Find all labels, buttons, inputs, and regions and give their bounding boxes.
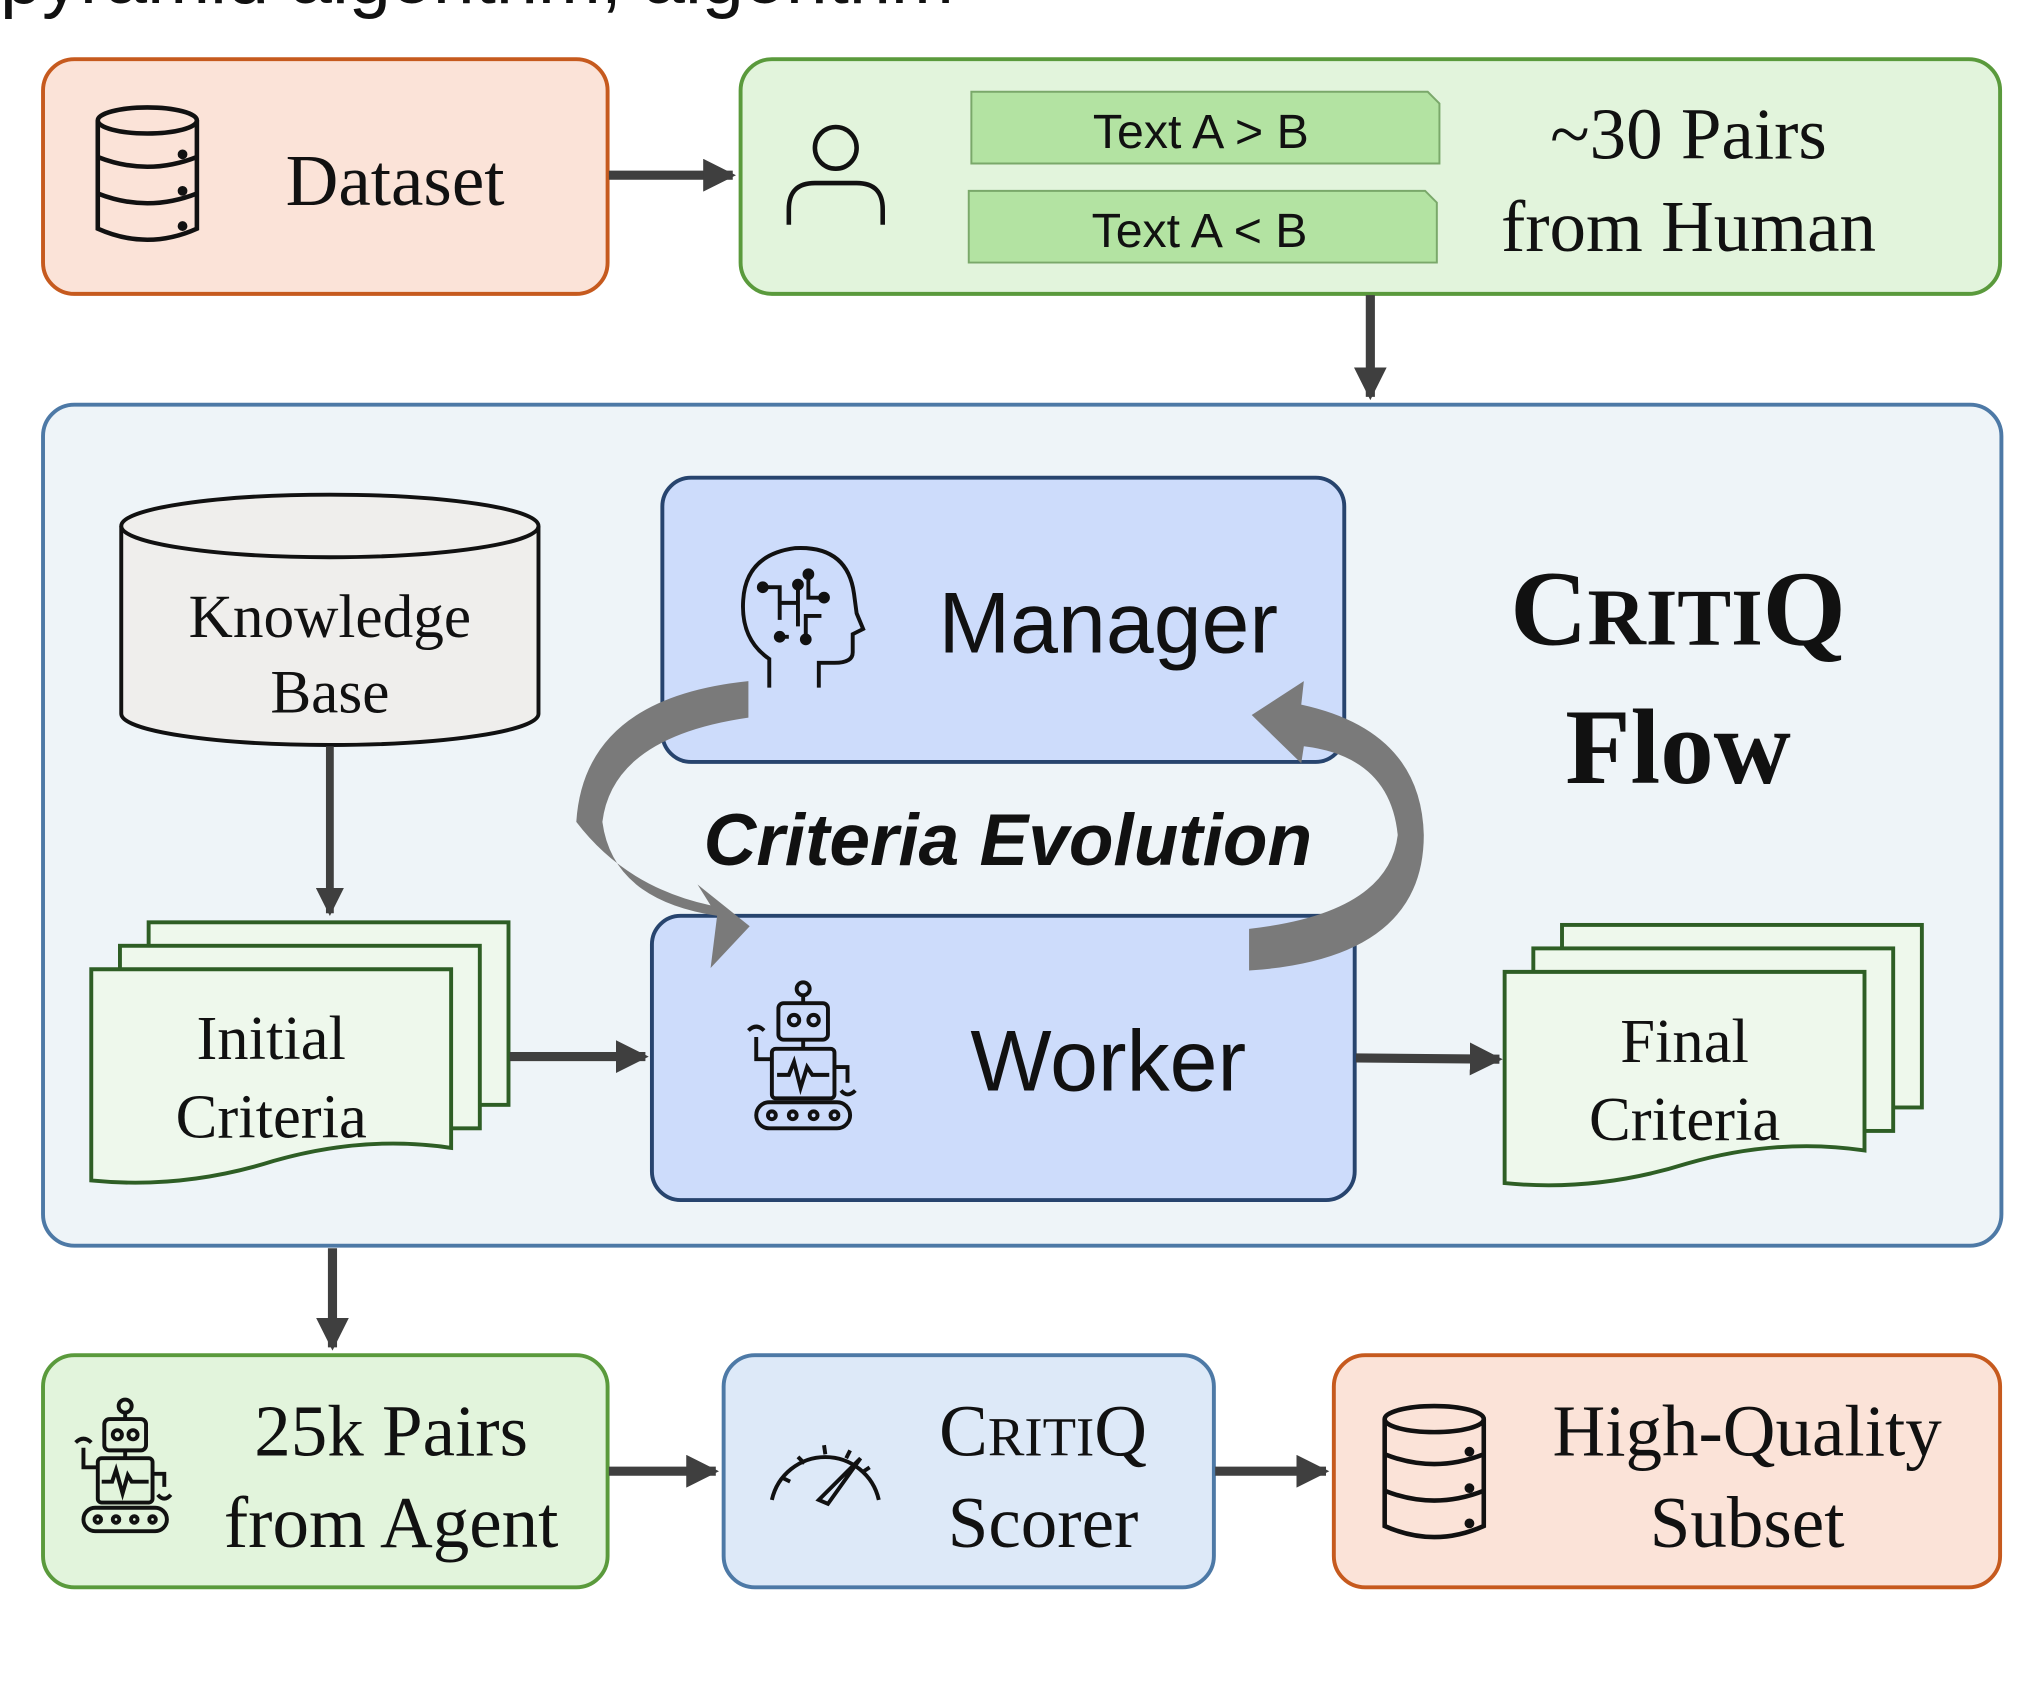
flow-title-line2: Flow bbox=[1565, 689, 1791, 807]
critiq-flow-title: CRITIQ Flow bbox=[1510, 551, 1846, 807]
knowledge-line2: Base bbox=[270, 658, 389, 726]
agent-pairs-line1: 25k Pairs bbox=[254, 1391, 528, 1472]
scorer-title-cap: C bbox=[939, 1391, 988, 1472]
arrow-worker-to-final bbox=[1355, 1042, 1503, 1076]
agent-pairs-box: 25k Pairs from Agent bbox=[41, 1353, 610, 1590]
criteria-evolution-label: Criteria Evolution bbox=[704, 800, 1312, 881]
database-icon bbox=[95, 105, 200, 242]
gauge-icon bbox=[769, 1444, 881, 1507]
manager-label: Manager bbox=[938, 575, 1278, 671]
pair-tag-a: Text A > B bbox=[970, 90, 1441, 165]
flow-title-cap: C bbox=[1510, 551, 1587, 669]
human-pairs-line2: from Human bbox=[1501, 186, 1876, 267]
database-icon bbox=[1382, 1403, 1487, 1540]
evolution-cycle-arrows bbox=[576, 681, 1424, 971]
scorer-title-smallcaps: RITI bbox=[988, 1407, 1094, 1468]
robot-icon bbox=[74, 1397, 173, 1534]
pair-b-text: Text A < B bbox=[1092, 204, 1308, 258]
knowledge-line1: Knowledge bbox=[189, 583, 471, 651]
flow-title-smallcaps: RITI bbox=[1587, 574, 1762, 663]
worker-label: Worker bbox=[970, 1014, 1246, 1110]
pair-tag-b: Text A < B bbox=[967, 189, 1438, 264]
scorer-line2: Scorer bbox=[948, 1482, 1139, 1563]
initial-line1: Initial bbox=[196, 1003, 345, 1073]
final-line2: Criteria bbox=[1589, 1084, 1780, 1154]
manager-box: Manager bbox=[660, 475, 1347, 764]
flow-title-end: Q bbox=[1763, 551, 1846, 669]
human-pairs-line1: ~30 Pairs bbox=[1550, 93, 1827, 174]
dataset-box: Dataset bbox=[41, 57, 610, 296]
svg-text:CRITIQ: CRITIQ bbox=[1510, 551, 1846, 669]
initial-line2: Criteria bbox=[176, 1081, 367, 1151]
top-cut-text: pyramid algorithm, algorithm bbox=[0, 0, 954, 20]
pair-a-text: Text A > B bbox=[1093, 105, 1309, 159]
subset-line1: High-Quality bbox=[1553, 1391, 1943, 1472]
robot-icon bbox=[747, 980, 857, 1131]
subset-box: High-Quality Subset bbox=[1331, 1353, 2003, 1590]
final-criteria-docs: Final Criteria bbox=[1502, 922, 1924, 1188]
svg-text:CRITIQ: CRITIQ bbox=[939, 1391, 1147, 1472]
subset-line2: Subset bbox=[1650, 1482, 1845, 1563]
initial-criteria-docs: Initial Criteria bbox=[89, 920, 511, 1185]
human-pairs-box: Text A > B Text A < B ~30 Pairs from Hum… bbox=[738, 57, 2003, 296]
knowledge-base: Knowledge Base bbox=[119, 492, 541, 747]
scorer-title-end: Q bbox=[1094, 1391, 1147, 1472]
scorer-box: CRITIQ Scorer bbox=[721, 1353, 1216, 1590]
dataset-label: Dataset bbox=[286, 140, 505, 221]
worker-box: Worker bbox=[649, 913, 1357, 1202]
person-icon bbox=[786, 124, 885, 225]
brain-icon bbox=[741, 546, 866, 688]
agent-pairs-line2: from Agent bbox=[224, 1482, 559, 1563]
final-line1: Final bbox=[1620, 1006, 1749, 1076]
